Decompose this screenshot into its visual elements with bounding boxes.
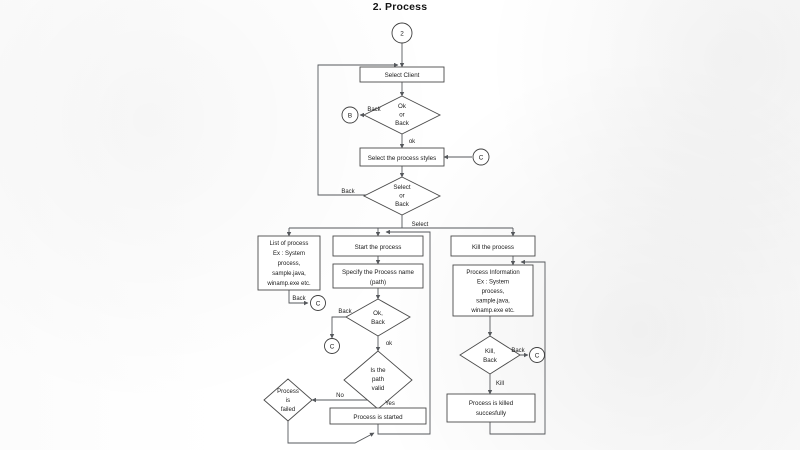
connector-b[interactable]: B	[341, 106, 359, 124]
edge-label-ok-back2-ok: ok	[386, 341, 393, 347]
node-list-of-process[interactable]: List of process Ex : System process, sam…	[257, 235, 321, 291]
connector-c-specify-label: C	[330, 344, 335, 351]
edge-label-kill-back-back: Back	[511, 348, 525, 354]
decision-kill-back[interactable]: Kill, Back	[459, 335, 521, 375]
edge-select-or-back-loop	[317, 62, 399, 196]
decision-ok-back[interactable]: Ok, Back	[345, 298, 411, 337]
node-start-the-process-label: Start the process	[355, 244, 402, 251]
connector-c-kill[interactable]: C	[529, 347, 545, 363]
edge-label-select-back-back: Back	[341, 189, 355, 195]
node-process-is-killed-line-1: Process is killed	[469, 400, 514, 407]
edge-failed-feedback	[287, 421, 375, 444]
node-select-process-styles[interactable]: Select the process styles	[359, 147, 445, 167]
decision-process-is-failed-line-3: failed	[281, 407, 295, 413]
node-list-of-process-line-5: winamp.exe etc.	[266, 281, 311, 287]
node-specify-process-name-line-2: (path)	[370, 279, 386, 286]
edge-label-valid-no: No	[336, 393, 344, 399]
decision-select-or-back-line-1: Select	[393, 184, 410, 191]
node-select-client[interactable]: Select Client	[359, 66, 445, 83]
decision-select-or-back[interactable]: Select or Back	[362, 176, 442, 216]
decision-select-or-back-line-3: Back	[395, 201, 410, 208]
connector-c-styles[interactable]: C	[472, 148, 490, 166]
decision-process-is-failed-line-1: Process	[277, 389, 299, 395]
connector-c-list-label: C	[316, 301, 321, 308]
node-select-client-label: Select Client	[385, 72, 420, 79]
connector-c-kill-label: C	[535, 353, 540, 360]
node-process-information-line-4: sample.java,	[476, 299, 510, 305]
edge-label-ok-back-ok: ok	[409, 139, 416, 145]
decision-is-path-valid-line-3: valid	[372, 385, 385, 392]
edge-started-feedback	[377, 229, 431, 435]
node-process-is-killed-line-2: succesfully	[476, 410, 507, 417]
node-start-the-process[interactable]: Start the process	[332, 235, 424, 257]
decision-ok-back-line-2: Back	[371, 319, 386, 326]
node-specify-process-name-line-1: Specify the Process name	[342, 269, 414, 276]
node-process-is-started-label: Process is started	[353, 414, 403, 421]
decision-ok-back-line-1: Ok,	[373, 310, 383, 317]
connector-start-label: 2	[400, 31, 404, 38]
connector-b-label: B	[348, 113, 352, 120]
node-kill-the-process[interactable]: Kill the process	[450, 235, 536, 257]
node-process-information-line-1: Process Information	[466, 270, 519, 276]
edge-label-ok-back-back: Back	[367, 107, 381, 113]
connector-c-styles-label: C	[479, 155, 484, 162]
node-process-information-line-3: process,	[482, 289, 505, 295]
edge-killed-feedback	[489, 259, 546, 435]
edge-label-select-back-select: Select	[412, 222, 429, 228]
decision-is-path-valid-line-1: Is the	[370, 367, 386, 374]
edge-list-to-c	[288, 290, 309, 306]
node-select-process-styles-label: Select the process styles	[368, 155, 436, 162]
edge-label-valid-yes: Yes	[385, 401, 395, 407]
decision-kill-back-line-2: Back	[483, 357, 498, 364]
decision-ok-or-back-line-2: or	[399, 112, 405, 119]
node-process-is-started[interactable]: Process is started	[329, 407, 427, 425]
decision-process-is-failed[interactable]: Process is failed	[263, 378, 313, 422]
edge-label-ok-back2-back: Back	[338, 309, 352, 315]
decision-process-is-failed-line-2: is	[286, 398, 290, 404]
node-specify-process-name[interactable]: Specify the Process name (path)	[332, 263, 424, 289]
node-list-of-process-line-3: process,	[278, 261, 301, 267]
node-process-information[interactable]: Process Information Ex : System process,…	[452, 264, 534, 317]
node-list-of-process-line-2: Ex : System	[273, 251, 305, 257]
decision-ok-or-back[interactable]: Ok or Back	[362, 95, 442, 135]
page-title: 2. Process	[372, 1, 428, 13]
decision-ok-or-back-line-1: Ok	[398, 103, 407, 110]
node-process-information-line-2: Ex : System	[477, 280, 509, 286]
node-kill-the-process-label: Kill the process	[472, 244, 514, 251]
edge-label-list-back: Back	[292, 296, 306, 302]
node-process-is-killed[interactable]: Process is killed succesfully	[446, 393, 536, 423]
node-process-information-line-5: winamp.exe etc.	[470, 308, 515, 314]
decision-is-path-valid[interactable]: Is the path valid	[343, 350, 413, 410]
node-list-of-process-line-4: sample.java,	[272, 271, 306, 277]
decision-select-or-back-line-2: or	[399, 193, 405, 200]
connector-c-specify[interactable]: C	[324, 338, 340, 354]
decision-is-path-valid-line-2: path	[372, 376, 385, 383]
edge-label-kill-back-kill: Kill	[496, 381, 504, 387]
connector-start[interactable]: 2	[391, 22, 413, 44]
connector-c-list[interactable]: C	[310, 295, 326, 311]
decision-ok-or-back-line-3: Back	[395, 120, 410, 127]
node-list-of-process-line-1: List of process	[270, 241, 309, 247]
decision-kill-back-line-1: Kill,	[485, 348, 495, 355]
